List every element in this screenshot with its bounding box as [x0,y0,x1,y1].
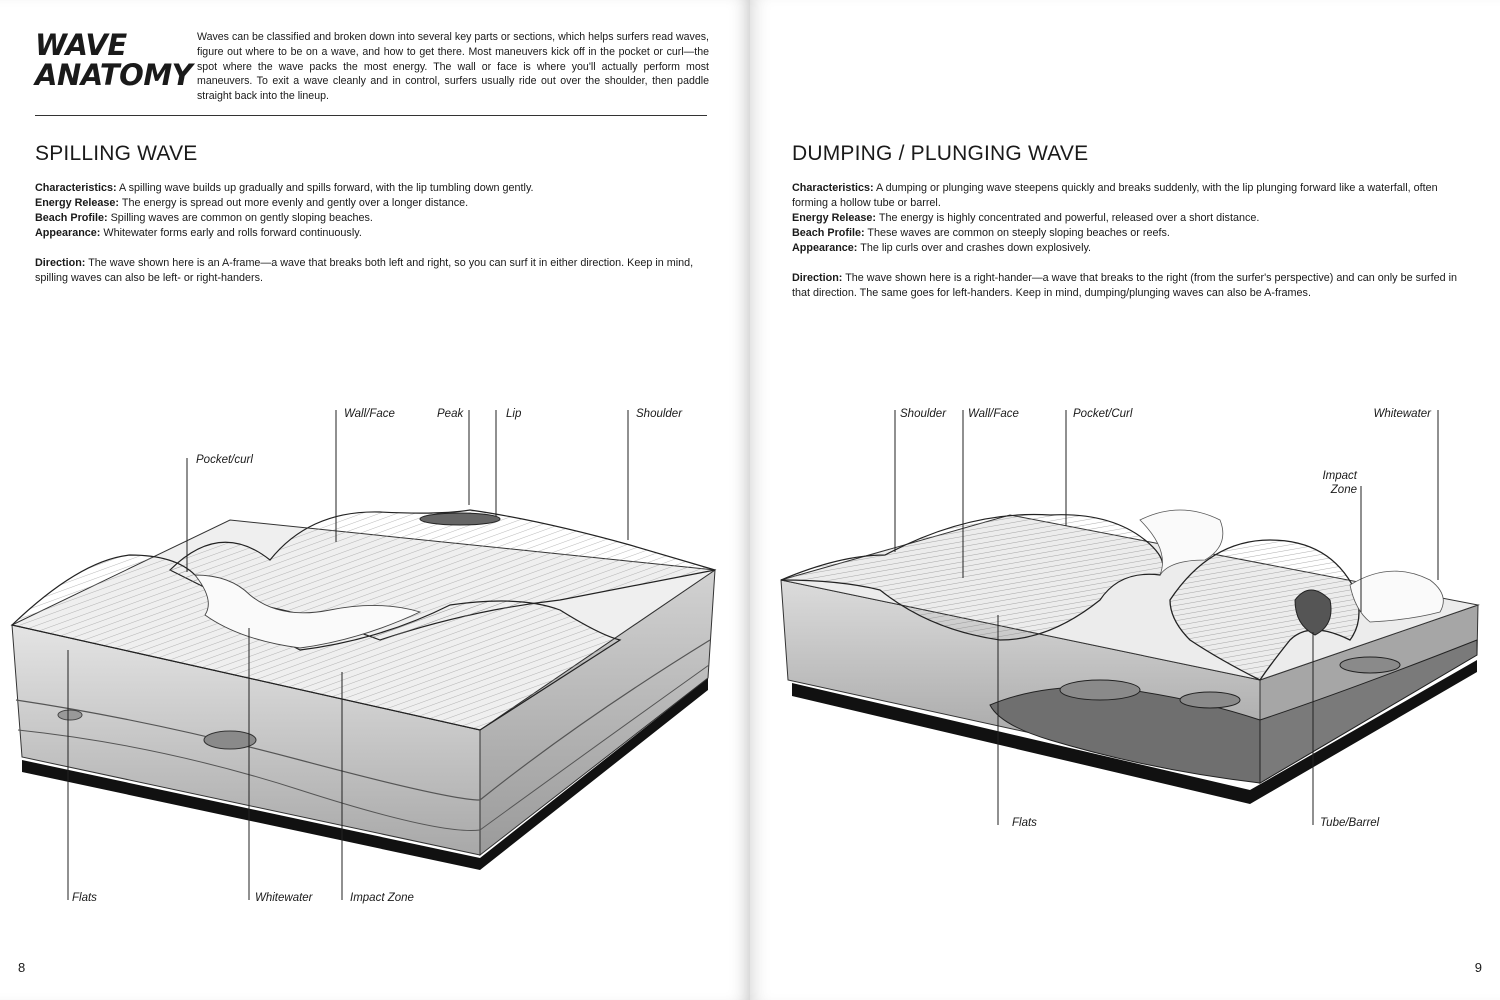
title-divider [35,115,707,116]
beach-label: Beach Profile: [792,227,865,239]
page-number: 9 [1474,960,1482,975]
label-pocket-curl: Pocket/curl [196,454,253,466]
characteristics-label: Characteristics: [792,182,874,194]
label-wall-face: Wall/Face [344,408,395,420]
characteristics-label: Characteristics: [35,182,117,194]
label-lip: Lip [506,408,522,420]
label-impact-zone: Impact Zone [350,892,414,904]
label-flats: Flats [1012,817,1037,829]
beach-text: Spilling waves are common on gently slop… [110,212,373,224]
label-impact-zone-line1: Impact [1322,470,1357,482]
dumping-wave-illustration: Shoulder Wall/Face Pocket/Curl Whitewate… [780,408,1480,829]
label-impact-zone-line2: Zone [1330,484,1357,496]
label-peak: Peak [437,408,464,420]
label-shoulder: Shoulder [636,408,683,420]
direction-label: Direction: [35,257,86,269]
block-shadow [22,678,708,870]
lip-hollow [419,512,501,526]
beach-label: Beach Profile: [35,212,108,224]
label-whitewater: Whitewater [255,892,314,904]
energy-label: Energy Release: [35,197,120,209]
whitewater-foam [194,574,422,649]
direction-label: Direction: [792,272,843,284]
dumping-wave-description: Characteristics: A dumping or plunging w… [792,181,1460,301]
label-pocket-curl: Pocket/Curl [1073,408,1133,420]
spilling-wave-description: Characteristics: A spilling wave builds … [35,181,710,286]
label-whitewater: Whitewater [1373,408,1432,420]
intro-paragraph: Waves can be classified and broken down … [197,31,709,103]
direction-text: The wave shown here is a right-hander—a … [792,272,1457,299]
appearance-text: The lip curls over and crashes down expl… [860,242,1092,254]
energy-text: The energy is spread out more evenly and… [121,197,469,209]
block-shadow [792,660,1477,804]
label-shoulder: Shoulder [900,408,947,420]
label-tube-barrel: Tube/Barrel [1320,817,1380,829]
back-foam [1139,509,1224,576]
beach-text: These waves are common on steeply slopin… [867,227,1170,239]
dumping-wave-title: DUMPING / PLUNGING WAVE [792,142,1089,165]
front-wave [10,554,622,731]
appearance-label: Appearance: [792,242,858,254]
page-number: 8 [18,960,26,975]
appearance-text: Whitewater forms early and rolls forward… [103,227,362,239]
energy-label: Energy Release: [792,212,877,224]
label-flats: Flats [72,892,97,904]
whitewater-foam [1349,570,1444,623]
left-page: WAVE ANATOMY Waves can be classified and… [0,0,750,1000]
barrel-wave [1169,539,1360,681]
page-title: WAVE ANATOMY [35,28,193,92]
direction-text: The wave shown here is an A-frame—a wave… [35,257,694,284]
tube-hollow [1294,589,1332,636]
label-wall-face: Wall/Face [968,408,1019,420]
appearance-label: Appearance: [35,227,101,239]
characteristics-text: A dumping or plunging wave steepens quic… [792,182,1438,209]
energy-text: The energy is highly concentrated and po… [878,212,1260,224]
rock [203,730,257,750]
right-page: DUMPING / PLUNGING WAVE Characteristics:… [750,0,1500,1000]
characteristics-text: A spilling wave builds up gradually and … [119,182,534,194]
spilling-wave-illustration: Wall/Face Peak Lip Shoulder Pocket/curl … [10,408,717,904]
spilling-wave-title: SPILLING WAVE [35,142,198,165]
